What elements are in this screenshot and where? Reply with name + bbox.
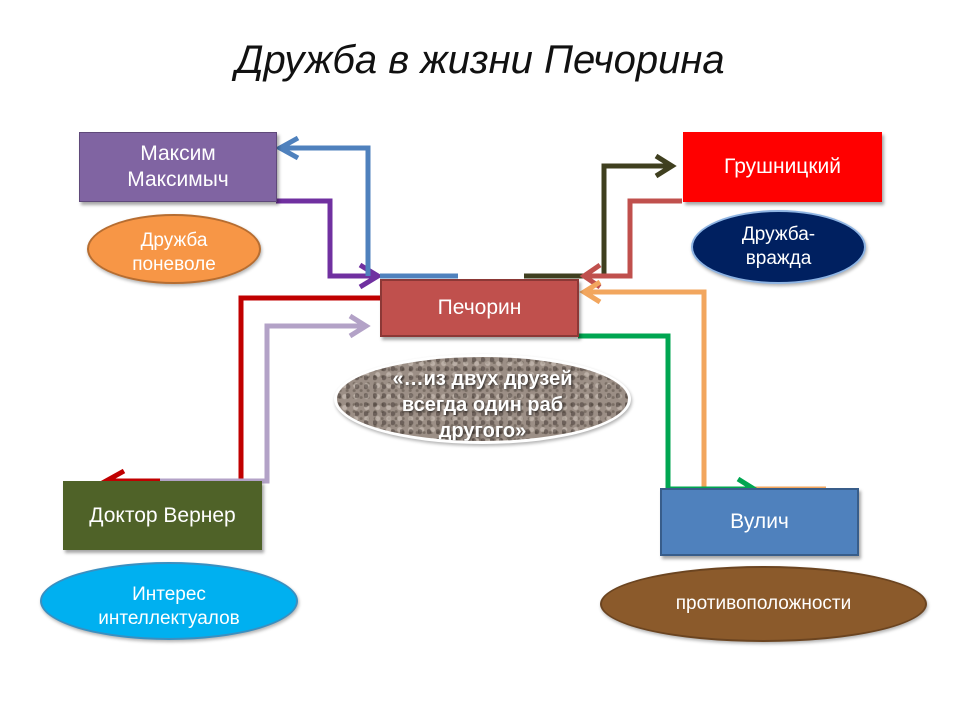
note-text: противоположности <box>675 593 852 614</box>
node-vulich: Вулич <box>660 488 859 556</box>
node-label: Печорин <box>437 296 522 319</box>
note-werner: Интерес интеллектуалов <box>40 562 298 640</box>
node-label: Доктор Вернер <box>89 503 236 527</box>
link-maksim-to-pechorin <box>276 198 378 279</box>
note-text: Дружба поневоле <box>132 230 216 275</box>
page-title: Дружба в жизни Печорина <box>235 38 725 82</box>
arrowhead-vulich-to-pechorin <box>579 279 602 305</box>
node-pechorin: Печорин <box>380 279 579 337</box>
arrowhead-werner-to-pechorin <box>348 313 371 339</box>
note-maksim: Дружба поневоле <box>87 214 261 284</box>
node-doktor-werner: Доктор Вернер <box>63 481 262 550</box>
arrowhead-pechorin-to-maksim <box>274 135 300 161</box>
node-maksim-maksimych: Максим Максимыч <box>79 132 277 202</box>
note-vulich: противоположности <box>600 566 927 642</box>
note-grushnitsky: Дружба- вражда <box>691 210 866 284</box>
node-label: Максим Максимыч <box>127 142 229 191</box>
note-text: «…из двух друзей всегда один раб другого… <box>392 368 573 442</box>
node-label: Вулич <box>730 510 789 533</box>
note-text: Интерес интеллектуалов <box>98 584 240 629</box>
link-grushnitsky-to-pechorin <box>584 198 682 279</box>
arrowhead-pechorin-to-grushnitsky <box>654 153 677 179</box>
link-pechorin-to-grushnitsky <box>524 163 672 279</box>
note-pechorin-quote: «…из двух друзей всегда один раб другого… <box>334 354 631 444</box>
node-grushnitsky: Грушницкий <box>683 132 882 202</box>
link-pechorin-to-maksim <box>280 145 371 276</box>
node-label: Грушницкий <box>724 155 841 178</box>
note-text: Дружба- вражда <box>741 224 816 269</box>
